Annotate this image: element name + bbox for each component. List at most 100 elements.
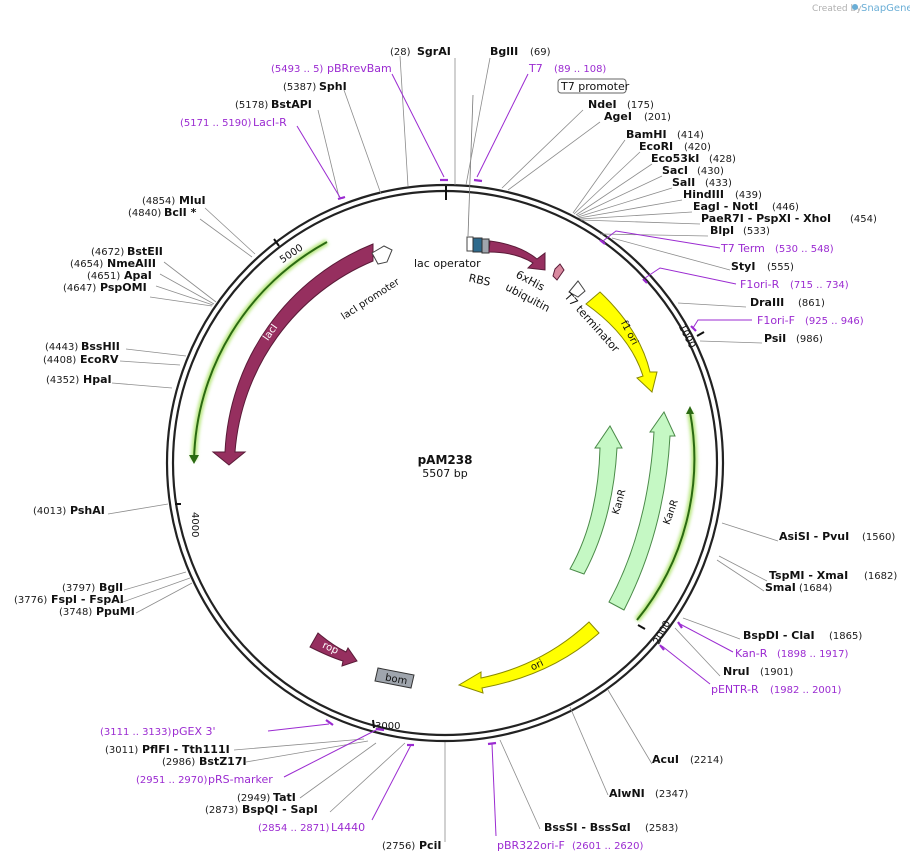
rbs-marker[interactable] bbox=[472, 237, 483, 253]
svg-text:(1865): (1865) bbox=[829, 631, 862, 642]
site-bsssi-bsssai[interactable]: BssSI - BssSαI bbox=[544, 821, 631, 834]
site-bcli[interactable]: BclI * bbox=[164, 206, 197, 219]
site-bsshii[interactable]: BssHII bbox=[81, 340, 120, 353]
site-fspi-fspai[interactable]: FspI - FspAI bbox=[51, 593, 124, 606]
f1-ori-feature[interactable] bbox=[585, 291, 658, 393]
site-mlui[interactable]: MluI bbox=[179, 194, 206, 207]
primer-pgex3[interactable]: pGEX 3' bbox=[172, 725, 216, 738]
site-psii[interactable]: PsiI bbox=[764, 332, 786, 345]
svg-text:(454): (454) bbox=[850, 214, 877, 225]
t7-promoter-box[interactable] bbox=[557, 78, 627, 94]
site-sphi[interactable]: SphI bbox=[319, 80, 347, 93]
lac-operator-feature[interactable] bbox=[466, 236, 474, 252]
site-bsteii[interactable]: BstEII bbox=[127, 245, 163, 258]
primer-t7-term[interactable]: T7 Term bbox=[720, 242, 765, 255]
site-asisi-pvui[interactable]: AsiSI - PvuI bbox=[779, 530, 849, 543]
svg-text:(28): (28) bbox=[390, 47, 411, 58]
bom-feature[interactable] bbox=[374, 667, 415, 689]
rop-feature[interactable] bbox=[309, 632, 358, 667]
rbs-2-marker[interactable] bbox=[552, 263, 565, 281]
site-tspmi-xmai[interactable]: TspMI - XmaI bbox=[769, 569, 848, 582]
lacI-promoter-feature[interactable] bbox=[371, 245, 393, 265]
ori-feature[interactable] bbox=[457, 621, 600, 694]
site-saci[interactable]: SacI bbox=[662, 164, 688, 177]
svg-text:(2756): (2756) bbox=[382, 841, 415, 852]
site-pcii[interactable]: PciI bbox=[419, 839, 441, 852]
site-agei[interactable]: AgeI bbox=[604, 110, 632, 123]
kanR-feature-1[interactable] bbox=[569, 425, 623, 575]
site-sgrai[interactable]: SgrAI bbox=[417, 45, 451, 58]
right-labels: BglII (69) T7 (89 .. 108) NdeI (175) Age… bbox=[490, 45, 897, 852]
site-hpai[interactable]: HpaI bbox=[83, 373, 112, 386]
svg-text:(4840): (4840) bbox=[128, 208, 161, 219]
site-bstapi[interactable]: BstAPI bbox=[271, 98, 312, 111]
credit-brand[interactable]: SnapGene bbox=[861, 3, 910, 14]
site-pspomi[interactable]: PspOMI bbox=[100, 281, 147, 294]
primer-t7[interactable]: T7 bbox=[528, 62, 543, 75]
tick-2000: 2000 bbox=[637, 619, 673, 647]
enzyme-leader-lines bbox=[107, 55, 779, 842]
site-nrui[interactable]: NruI bbox=[723, 665, 750, 678]
site-paer7i-pspxi-xhoi[interactable]: PaeR7I - PspXI - XhoI bbox=[701, 212, 831, 225]
site-bgli[interactable]: BglI bbox=[99, 581, 123, 594]
svg-text:(1898 .. 1917): (1898 .. 1917) bbox=[777, 649, 849, 660]
site-pshai[interactable]: PshAI bbox=[70, 504, 105, 517]
site-nmeaiii[interactable]: NmeAIII bbox=[107, 257, 156, 270]
primer-kan-r[interactable]: Kan-R bbox=[735, 647, 768, 660]
site-bspqi-sapi[interactable]: BspQI - SapI bbox=[242, 803, 318, 816]
tick-1000: 1000 bbox=[676, 323, 705, 350]
site-bstz17i[interactable]: BstZ17I bbox=[199, 755, 247, 768]
site-bglii[interactable]: BglII bbox=[490, 45, 518, 58]
svg-text:(715 .. 734): (715 .. 734) bbox=[790, 280, 849, 291]
tick-4000: 4000 bbox=[175, 503, 200, 537]
svg-text:(201): (201) bbox=[644, 112, 671, 123]
site-ppumi[interactable]: PpuMI bbox=[96, 605, 135, 618]
site-styi[interactable]: StyI bbox=[731, 260, 755, 273]
lacI-feature[interactable] bbox=[211, 243, 374, 466]
primer-pbrrevbam[interactable]: pBRrevBam bbox=[327, 62, 392, 75]
site-smai[interactable]: SmaI bbox=[765, 581, 796, 594]
site-ecori[interactable]: EcoRI bbox=[639, 140, 673, 153]
site-acui[interactable]: AcuI bbox=[652, 753, 679, 766]
site-bamhi[interactable]: BamHI bbox=[626, 128, 667, 141]
svg-text:(2347): (2347) bbox=[655, 789, 688, 800]
site-apai[interactable]: ApaI bbox=[124, 269, 152, 282]
svg-text:(2583): (2583) bbox=[645, 823, 678, 834]
site-eagi-noti[interactable]: EagI - NotI bbox=[693, 200, 758, 213]
svg-text:(2873): (2873) bbox=[205, 805, 238, 816]
svg-text:(433): (433) bbox=[705, 178, 732, 189]
site-alwni[interactable]: AlwNI bbox=[609, 787, 645, 800]
kanR-1-label: KanR bbox=[611, 488, 629, 516]
primer-laci-r[interactable]: LacI-R bbox=[253, 116, 287, 129]
svg-text:3000: 3000 bbox=[375, 721, 400, 732]
ubiquitin-feature[interactable] bbox=[488, 240, 546, 271]
primer-f1ori-r[interactable]: F1ori-R bbox=[740, 278, 780, 291]
kanR-feature-2[interactable] bbox=[608, 410, 676, 611]
his-tag-marker[interactable] bbox=[481, 238, 490, 254]
primer-pentr-r[interactable]: pENTR-R bbox=[711, 683, 759, 696]
site-draiii[interactable]: DraIII bbox=[750, 296, 784, 309]
svg-text:(925 .. 946): (925 .. 946) bbox=[805, 316, 864, 327]
t7-terminator-feature[interactable] bbox=[568, 280, 586, 298]
left-labels: (28) SgrAI (5493 .. 5) pBRrevBam (5387) … bbox=[14, 45, 451, 852]
site-bspdi-clai[interactable]: BspDI - ClaI bbox=[743, 629, 815, 642]
bom-label: bom bbox=[384, 673, 408, 688]
svg-text:(2949): (2949) bbox=[237, 793, 270, 804]
site-sali[interactable]: SalI bbox=[672, 176, 695, 189]
site-blpi[interactable]: BlpI bbox=[710, 224, 734, 237]
site-tati[interactable]: TatI bbox=[273, 791, 296, 804]
site-hindiii[interactable]: HindIII bbox=[683, 188, 724, 201]
backbone-outer-ring bbox=[165, 183, 725, 743]
primer-f1ori-f[interactable]: F1ori-F bbox=[757, 314, 795, 327]
site-eco53ki[interactable]: Eco53kI bbox=[651, 152, 699, 165]
svg-text:(2986): (2986) bbox=[162, 757, 195, 768]
site-pflfi-tth111i[interactable]: PflFI - Tth111I bbox=[142, 743, 230, 756]
primer-pbr322ori-f[interactable]: pBR322ori-F bbox=[497, 839, 565, 852]
site-ecorv[interactable]: EcoRV bbox=[80, 353, 119, 366]
rbs-label: RBS bbox=[468, 271, 492, 288]
primer-l4440[interactable]: L4440 bbox=[331, 821, 365, 834]
site-ndei[interactable]: NdeI bbox=[588, 98, 617, 111]
svg-text:(4672): (4672) bbox=[91, 247, 124, 258]
svg-text:(530 .. 548): (530 .. 548) bbox=[775, 244, 834, 255]
primer-prs-marker[interactable]: pRS-marker bbox=[208, 773, 273, 786]
